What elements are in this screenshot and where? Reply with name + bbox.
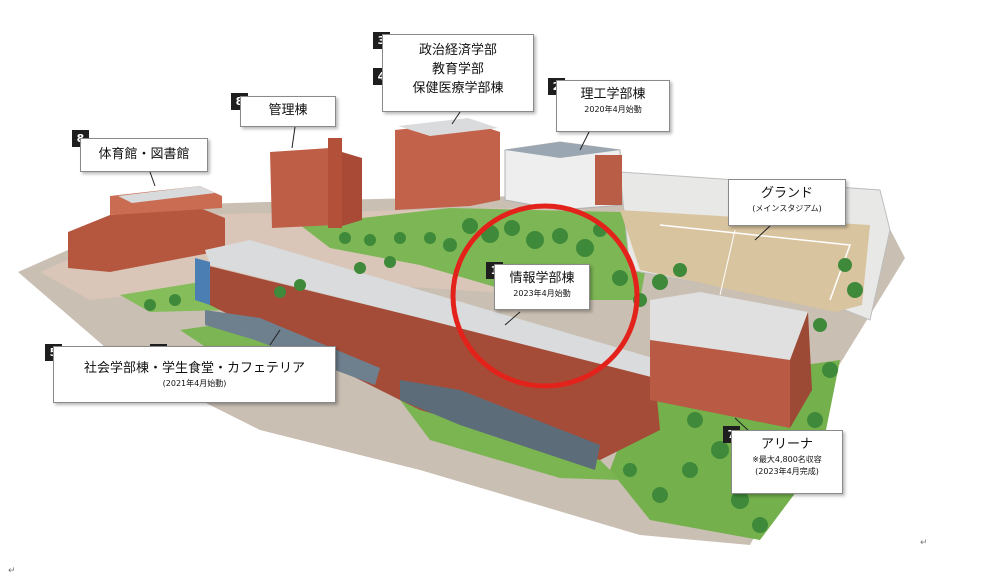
- politics-building-roof: [398, 118, 498, 136]
- social-building-name: 社会学部棟・学生食堂・カフェテリア: [83, 361, 305, 376]
- information-building-roof: [205, 240, 660, 378]
- callout-lines: [149, 111, 771, 433]
- politics-faculty-name: 政治経済学部: [418, 43, 497, 58]
- ground-name: グランド: [760, 186, 813, 201]
- admin-building-side: [342, 152, 362, 226]
- politics-education-building: [395, 122, 500, 210]
- education-faculty-name: 教育学部: [431, 62, 484, 77]
- label-ground: グランド (メインスタジアム): [728, 179, 846, 226]
- label-arena: アリーナ ※最大4,800名収容 (2023年4月完成): [731, 430, 843, 494]
- label-information-building: 情報学部棟 2023年4月始動: [494, 264, 590, 310]
- label-admin-building: 管理棟: [240, 96, 336, 127]
- science-building-note: 2020年4月始動: [584, 105, 642, 114]
- science-building-roof: [505, 142, 620, 158]
- return-mark-right: ↵: [920, 538, 928, 548]
- arena-side: [790, 312, 812, 428]
- gym-roof-top: [118, 186, 215, 203]
- information-building-note: 2023年4月始動: [513, 289, 571, 298]
- admin-building: [270, 148, 335, 228]
- information-building-glass: [195, 258, 210, 305]
- arena-facade: [650, 340, 790, 428]
- gym-library-name: 体育館・図書館: [98, 147, 190, 162]
- return-mark-left: ↵: [8, 566, 16, 576]
- science-building-name: 理工学部棟: [580, 87, 646, 102]
- arena-capacity-note: ※最大4,800名収容: [752, 455, 822, 464]
- trees: [144, 218, 863, 533]
- science-building-brick: [595, 155, 622, 205]
- field-line: [719, 229, 736, 296]
- stadium-field: [620, 210, 870, 312]
- arena-completion-note: (2023年4月完成): [755, 467, 819, 476]
- label-social-building: 社会学部棟・学生食堂・カフェテリア (2021年4月始動): [53, 346, 336, 403]
- field-line: [659, 224, 852, 301]
- label-politics-education-building: 政治経済学部 教育学部 保健医療学部棟: [382, 34, 534, 112]
- admin-tower: [328, 138, 342, 228]
- ground-note: (メインスタジアム): [752, 204, 822, 213]
- cafeteria-building-2: [400, 380, 600, 470]
- admin-building-name: 管理棟: [268, 103, 308, 118]
- label-science-building: 理工学部棟 2020年4月始動: [556, 80, 670, 132]
- social-building-note: (2021年4月始動): [162, 379, 227, 388]
- highlight-circle: [450, 203, 640, 389]
- arena-name: アリーナ: [760, 437, 813, 452]
- information-building-name: 情報学部棟: [509, 271, 575, 286]
- gym-library-building: [68, 208, 225, 272]
- label-gym-library: 体育館・図書館: [80, 138, 208, 172]
- health-faculty-building-name: 保健医療学部棟: [412, 81, 504, 96]
- information-building-facade: [200, 265, 660, 460]
- arena-roof: [650, 292, 808, 360]
